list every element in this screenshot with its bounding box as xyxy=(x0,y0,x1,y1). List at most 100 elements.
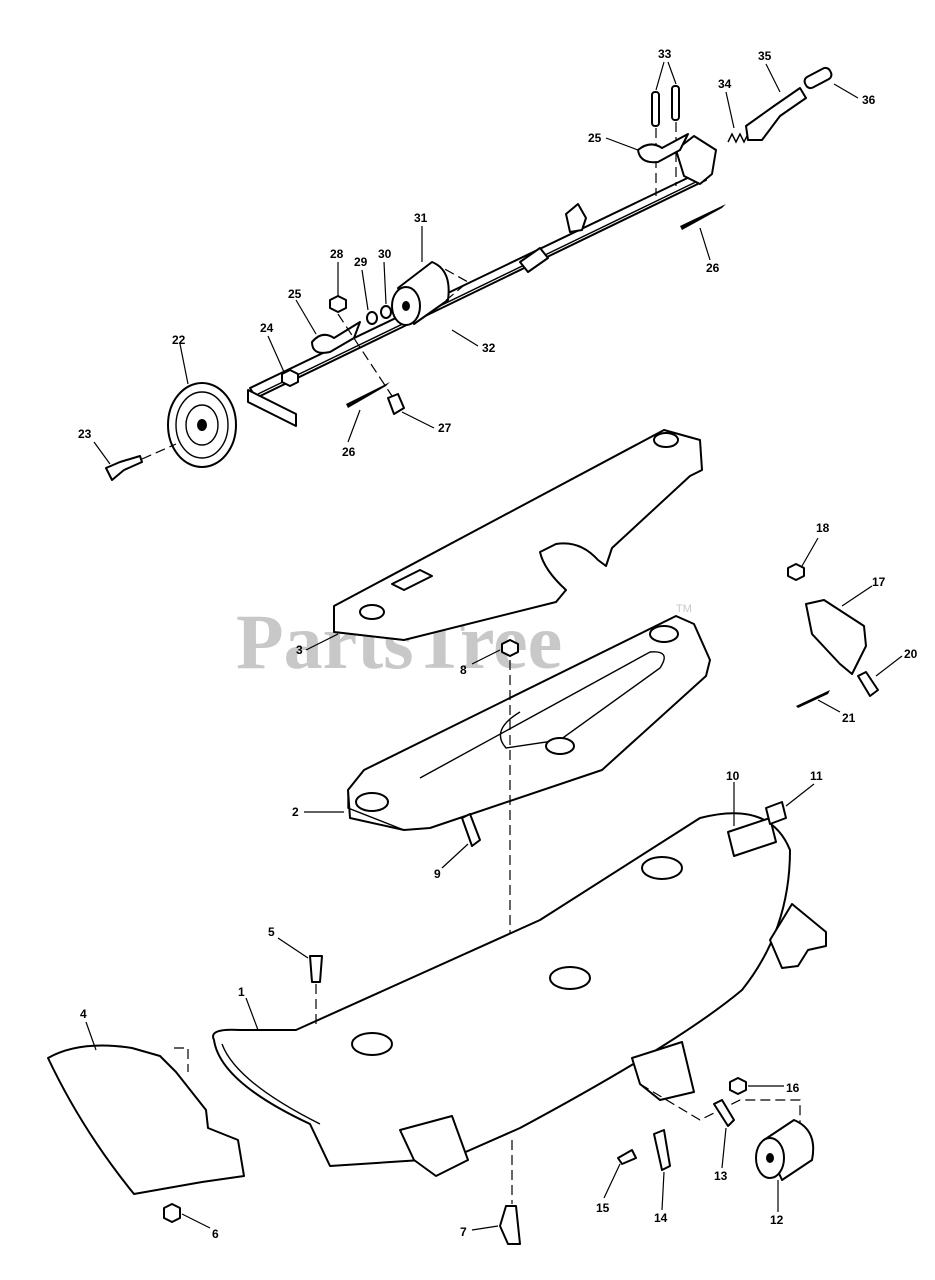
leader-30 xyxy=(383,261,387,305)
leader-lines xyxy=(85,61,903,1231)
callout-5: 5 xyxy=(268,925,275,939)
callout-23: 23 xyxy=(78,427,92,441)
cover-plate-boss-left xyxy=(359,604,385,620)
callout-labels: 1 2 3 4 5 6 7 8 9 10 11 12 13 14 15 16 1… xyxy=(78,47,918,1241)
deck-frame-hole-left xyxy=(355,792,389,812)
leader-23 xyxy=(93,441,111,465)
bolt-15 xyxy=(617,1149,637,1165)
nut-28 xyxy=(329,295,347,313)
callout-15: 15 xyxy=(596,1201,610,1215)
mower-deck xyxy=(212,801,827,1177)
axle-mid-bracket xyxy=(565,203,587,233)
bolt-23-guide xyxy=(141,443,177,460)
bolt-9 xyxy=(461,813,481,847)
deck-frame-hole-mid xyxy=(545,737,575,755)
callout-1: 1 xyxy=(238,985,245,999)
leader-27 xyxy=(401,411,435,429)
side-bracket-assembly xyxy=(787,563,879,708)
washer-29 xyxy=(366,311,378,325)
leader-1 xyxy=(245,997,259,1031)
deck-frame xyxy=(347,615,711,831)
leader-7 xyxy=(471,1225,499,1231)
leader-25a xyxy=(605,137,639,151)
leader-8 xyxy=(471,649,501,665)
axle-assembly xyxy=(105,66,833,481)
bolt-27 xyxy=(387,393,405,415)
callout-21: 21 xyxy=(842,711,856,725)
discharge-chute xyxy=(47,1044,245,1195)
callout-2: 2 xyxy=(292,805,299,819)
nut-18 xyxy=(787,563,805,581)
axle-right-bracket xyxy=(675,135,717,185)
leader-34 xyxy=(725,91,735,129)
leader-29 xyxy=(361,269,369,311)
callout-4: 4 xyxy=(80,1007,87,1021)
callout-10: 10 xyxy=(726,769,740,783)
roller-upper-hub xyxy=(402,301,410,311)
callout-3: 3 xyxy=(296,643,303,657)
mower-deck-lip xyxy=(221,1043,321,1125)
callout-7: 7 xyxy=(460,1225,467,1239)
leader-5 xyxy=(277,937,309,959)
leader-18 xyxy=(801,537,819,567)
leader-4 xyxy=(85,1021,97,1051)
leader-6 xyxy=(181,1213,211,1229)
decal-11 xyxy=(765,801,787,825)
deck-frame-slot xyxy=(419,651,665,779)
leader-21 xyxy=(817,699,841,713)
callout-29: 29 xyxy=(354,255,368,269)
callout-25-upper: 25 xyxy=(588,131,602,145)
callout-36: 36 xyxy=(862,93,876,107)
washer-30 xyxy=(380,305,392,319)
cover-plate xyxy=(333,429,703,641)
lower-roller-assembly xyxy=(617,1077,815,1181)
deck-hanger-right xyxy=(769,903,827,969)
callout-12: 12 xyxy=(770,1213,784,1227)
callout-13: 13 xyxy=(714,1169,728,1183)
leader-17 xyxy=(841,585,873,607)
wheel-rim xyxy=(175,391,229,459)
callout-6: 6 xyxy=(212,1227,219,1241)
deck-frame-hole-right xyxy=(649,625,679,643)
bolt-27-guide xyxy=(337,313,393,397)
callout-32: 32 xyxy=(482,341,496,355)
leader-3 xyxy=(305,633,339,651)
washer-right xyxy=(680,204,726,230)
cover-plate-edge xyxy=(333,631,405,641)
callout-25-lower: 25 xyxy=(288,287,302,301)
callout-16: 16 xyxy=(786,1081,800,1095)
callout-35: 35 xyxy=(758,49,772,63)
roller-upper-guide xyxy=(431,261,470,303)
callout-26-left: 26 xyxy=(342,445,356,459)
leader-26b xyxy=(347,409,361,443)
leader-14 xyxy=(661,1171,665,1211)
roller-lower-hub xyxy=(766,1153,774,1163)
deck-hanger-front-left xyxy=(399,1115,469,1177)
leader-35 xyxy=(765,63,781,93)
bolt-23 xyxy=(105,455,143,481)
axle-bolt-14 xyxy=(653,1129,671,1171)
bolt-20 xyxy=(857,671,879,697)
deck-frame-edge xyxy=(347,790,405,831)
callout-34: 34 xyxy=(718,77,732,91)
wheel-inner xyxy=(185,404,219,446)
axle-bar-edge xyxy=(257,177,705,395)
callout-20: 20 xyxy=(904,647,918,661)
axle-clip xyxy=(519,247,549,273)
mower-deck-body xyxy=(212,812,791,1167)
leader-25b xyxy=(295,299,317,335)
spring xyxy=(727,132,749,144)
callout-33: 33 xyxy=(658,47,672,61)
hair-clip-upper xyxy=(637,133,689,164)
bolt-7 xyxy=(499,1205,521,1245)
pin-left xyxy=(651,91,660,127)
spacer-13 xyxy=(713,1099,735,1127)
leader-32 xyxy=(451,329,479,347)
leader-33a xyxy=(655,61,665,91)
leader-9 xyxy=(441,843,469,869)
leader-24 xyxy=(267,335,285,373)
callout-26-right: 26 xyxy=(706,261,720,275)
pin-right xyxy=(671,85,680,121)
wheel-hub xyxy=(197,419,207,431)
callout-17: 17 xyxy=(872,575,886,589)
